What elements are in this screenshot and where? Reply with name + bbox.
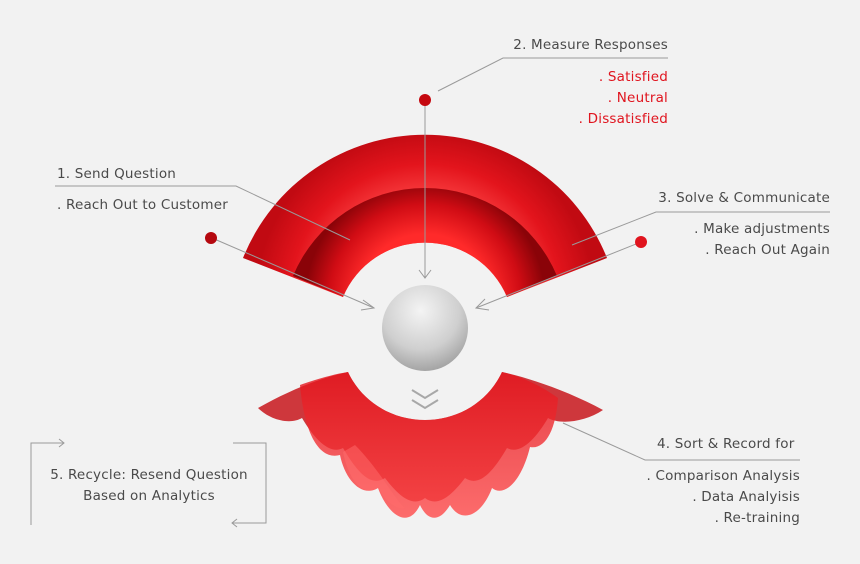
recycle-arrowhead-top [58,438,65,448]
step1-arrowhead [360,299,376,311]
skirt-front-layer [300,372,558,518]
step2-item-dissatisfied: . Dissatisfied [578,111,668,127]
step3-arrow-line [475,241,642,309]
center-sphere [382,285,468,371]
step4-title: 4. Sort & Record for [657,436,795,452]
step5-line2: Based on Analytics [83,488,215,504]
connector-lines [55,57,830,461]
step1-connector [55,185,351,241]
step3-connector [571,211,830,246]
wavy-skirt [258,372,603,518]
step3-dot [635,236,647,248]
skirt-highlight [343,445,405,509]
step4-connector [562,422,800,461]
step5-line1: 5. Recycle: Resend Question [50,467,248,483]
recycle-bracket [30,438,267,528]
step3-item-make-adjustments: . Make adjustments [694,221,830,237]
step2-connector [437,57,668,92]
step1-title: 1. Send Question [57,166,177,182]
step1-item: . Reach Out to Customer [57,197,228,213]
step2-item-neutral: . Neutral [607,90,668,106]
recycle-bracket-top [30,442,64,525]
step3-arrowhead [474,298,490,311]
step4-item-comparison: . Comparison Analysis [646,468,800,484]
step1-dot [205,232,217,244]
double-chevron-down-icon [411,389,439,410]
step2-item-satisfied: . Satisfied [598,69,668,85]
step4-item-retraining: . Re-training [714,510,800,526]
step2-dot [419,94,431,106]
step2-title: 2. Measure Responses [513,37,668,53]
recycle-bracket-bottom [232,442,267,524]
step1-arrow-line [211,237,375,309]
step3-item-reach-out-again: . Reach Out Again [705,242,830,258]
recycle-arrowhead-bottom [231,518,238,528]
step2-arrowhead [418,269,432,279]
step3-title: 3. Solve & Communicate [658,190,830,206]
step4-item-data-analysis: . Data Analyisis [692,489,800,505]
